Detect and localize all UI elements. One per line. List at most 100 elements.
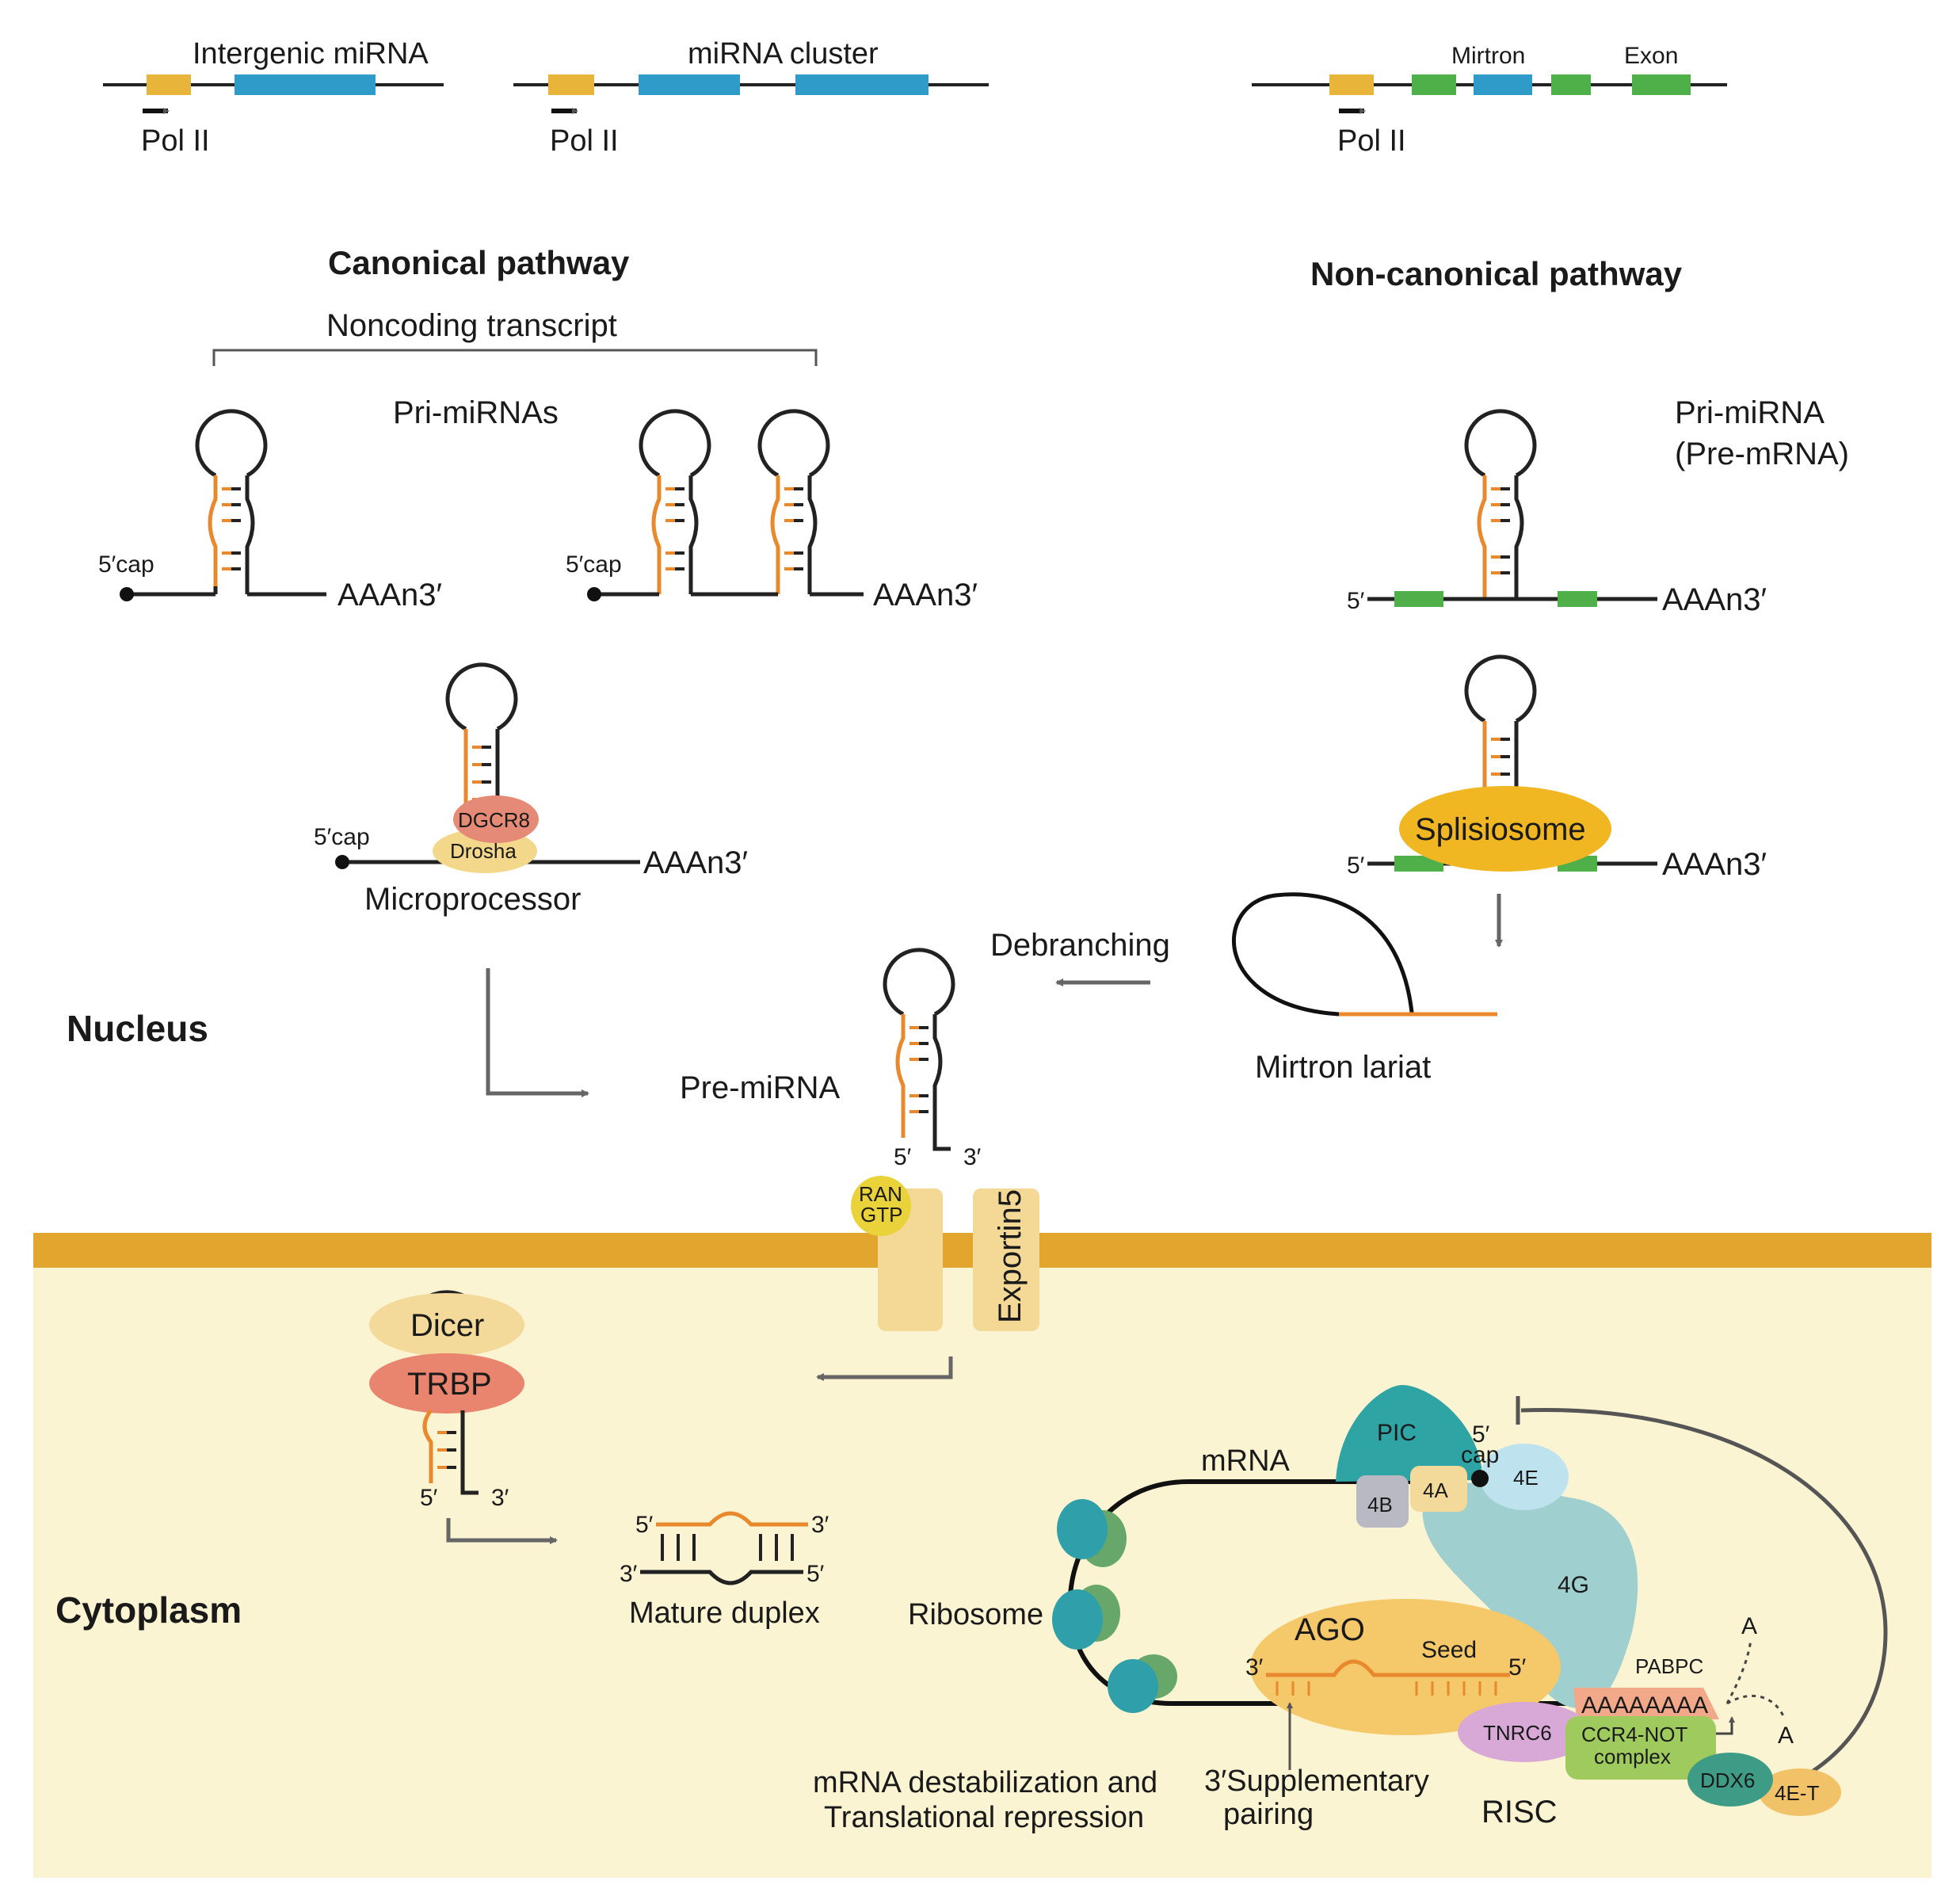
mrna-cap-dot <box>1471 1470 1489 1487</box>
exportin5-protein <box>973 1188 1039 1331</box>
destabilization-label: mRNA destabilization and <box>813 1766 1157 1799</box>
dgcr8-protein <box>453 795 539 843</box>
cap-label: 5′cap <box>98 551 154 578</box>
dicer-substrate-stem <box>422 1409 479 1495</box>
gene-intergenic: Intergenic miRNA Pol II <box>103 37 444 158</box>
three-prime-label: 3′ <box>811 1512 829 1538</box>
canonical-to-premirna-arrow <box>486 968 589 1097</box>
pri-mirna-strand <box>587 587 864 601</box>
pol-ii-label: Pol II <box>141 124 210 158</box>
spliceosome-label: Splisiosome <box>1415 812 1586 847</box>
ago-protein <box>1250 1599 1561 1735</box>
trbp-label: TRBP <box>407 1367 492 1402</box>
trbp-protein <box>369 1353 524 1414</box>
mirtron-gene-label: Mirtron <box>1451 43 1525 69</box>
nucleus-label: Nucleus <box>67 1008 208 1049</box>
polya-tail-label: AAAAAAAA <box>1581 1692 1708 1719</box>
five-prime-label: 5′ <box>1347 853 1365 879</box>
pabpc-label: PABPC <box>1635 1654 1703 1678</box>
three-prime-label: 3′ <box>491 1485 509 1511</box>
five-prime-label: 5′ <box>420 1485 438 1511</box>
pic-label: PIC <box>1377 1420 1417 1446</box>
gene-cluster: miRNA cluster Pol II <box>513 37 989 158</box>
five-prime-label: 5′ <box>894 1144 912 1170</box>
ribosome <box>1108 1654 1177 1713</box>
microprocessor-label: Microprocessor <box>364 882 581 917</box>
ddx6-protein <box>1687 1753 1773 1807</box>
mrna-label: mRNA <box>1201 1444 1291 1478</box>
cap-label: 5′cap <box>566 551 622 578</box>
mature-duplex <box>640 1511 808 1585</box>
ccr4-arrow <box>1716 1716 1735 1735</box>
mirna-guide-strand <box>1266 1659 1510 1696</box>
eif4g-protein <box>1422 1482 1638 1709</box>
mirtron-lariat <box>1232 892 1414 1017</box>
cap-label: 5′cap <box>314 824 370 850</box>
ccr4-not-complex <box>1565 1716 1716 1780</box>
pri-mirnas-label: Pri-miRNAs <box>393 395 559 430</box>
pre-mirna-hairpin <box>883 948 955 1151</box>
destabilization-label: Translational repression <box>824 1801 1144 1834</box>
supplementary-pairing-label: 3′Supplementary <box>1204 1765 1429 1798</box>
inhibition-arc <box>1520 1407 1888 1793</box>
pri-mirna-hairpin <box>639 409 711 594</box>
ribosome-label: Ribosome <box>908 1598 1043 1631</box>
eif4b-label: 4B <box>1367 1493 1393 1517</box>
pre-mirna-label: Pre-miRNA <box>680 1070 841 1105</box>
polya-tail-label: AAAn3′ <box>873 578 978 612</box>
noncoding-transcript-label: Noncoding transcript <box>326 308 617 343</box>
pri-mirna-hairpin <box>1464 409 1537 599</box>
supplementary-pairing-label: pairing <box>1223 1798 1314 1831</box>
intergenic-label: Intergenic miRNA <box>193 37 429 71</box>
ran-gtp-label: GTP <box>860 1203 902 1227</box>
canonical-pathway-title: Canonical pathway <box>328 244 630 281</box>
eif4e-label: 4E <box>1513 1466 1539 1490</box>
dgcr8-label: DGCR8 <box>458 808 530 832</box>
eif4a-label: 4A <box>1423 1478 1448 1502</box>
polya-tail-label: AAAn3′ <box>1662 847 1767 882</box>
cap-label: cap <box>1461 1442 1499 1468</box>
ago-label: AGO <box>1295 1612 1365 1647</box>
three-prime-label: 3′ <box>963 1144 982 1170</box>
tnrc6-protein <box>1458 1702 1591 1762</box>
tnrc6-label: TNRC6 <box>1483 1721 1552 1745</box>
risc-label: RISC <box>1481 1795 1558 1829</box>
eif4a-protein <box>1410 1466 1467 1512</box>
pre-mrna-strand <box>1367 591 1657 607</box>
drosha-label: Drosha <box>450 839 517 863</box>
pabpc-protein <box>1573 1688 1719 1719</box>
mature-duplex-label: Mature duplex <box>629 1597 820 1630</box>
pri-mirna-hairpin <box>195 409 268 594</box>
dicer-to-duplex-arrow <box>446 1518 558 1544</box>
deadenylation-arrow <box>1726 1694 1786 1719</box>
ribosome <box>1057 1499 1127 1567</box>
five-prime-label: 5′ <box>1508 1654 1527 1681</box>
five-prime-label: 5′ <box>806 1561 825 1587</box>
ccr4-not-label: complex <box>1594 1745 1671 1768</box>
five-prime-label: 5′ <box>635 1512 654 1538</box>
debranching-label: Debranching <box>990 928 1170 963</box>
cap-dot <box>335 855 349 869</box>
noncoding-bracket <box>212 349 818 366</box>
three-prime-label: 3′ <box>1245 1654 1264 1681</box>
deadenylation-arrow <box>1725 1639 1752 1704</box>
spliceosome-complex <box>1399 786 1611 872</box>
ran-gtp-label: RAN <box>859 1182 902 1206</box>
ran-gtp-protein <box>851 1176 911 1236</box>
cluster-label: miRNA cluster <box>688 37 879 71</box>
five-prime-label: 5′ <box>1347 588 1365 614</box>
pri-mirna-pre-mrna-label: (Pre-mRNA) <box>1675 437 1849 471</box>
eif4e-protein <box>1480 1444 1569 1510</box>
mirtron-lariat-label: Mirtron lariat <box>1255 1050 1431 1085</box>
adenine-label: A <box>1778 1723 1794 1749</box>
pri-mirna-hairpin <box>445 662 518 816</box>
polya-tail-label: AAAn3′ <box>337 578 442 612</box>
pol-ii-label: Pol II <box>550 124 619 158</box>
dicer-label: Dicer <box>410 1308 484 1343</box>
pic-complex <box>1336 1385 1483 1482</box>
cap-five-prime-label: 5′ <box>1472 1421 1490 1448</box>
polya-tail-label: AAAn3′ <box>1662 582 1767 617</box>
pri-mirna-pre-mrna-label: Pri-miRNA <box>1675 395 1825 430</box>
